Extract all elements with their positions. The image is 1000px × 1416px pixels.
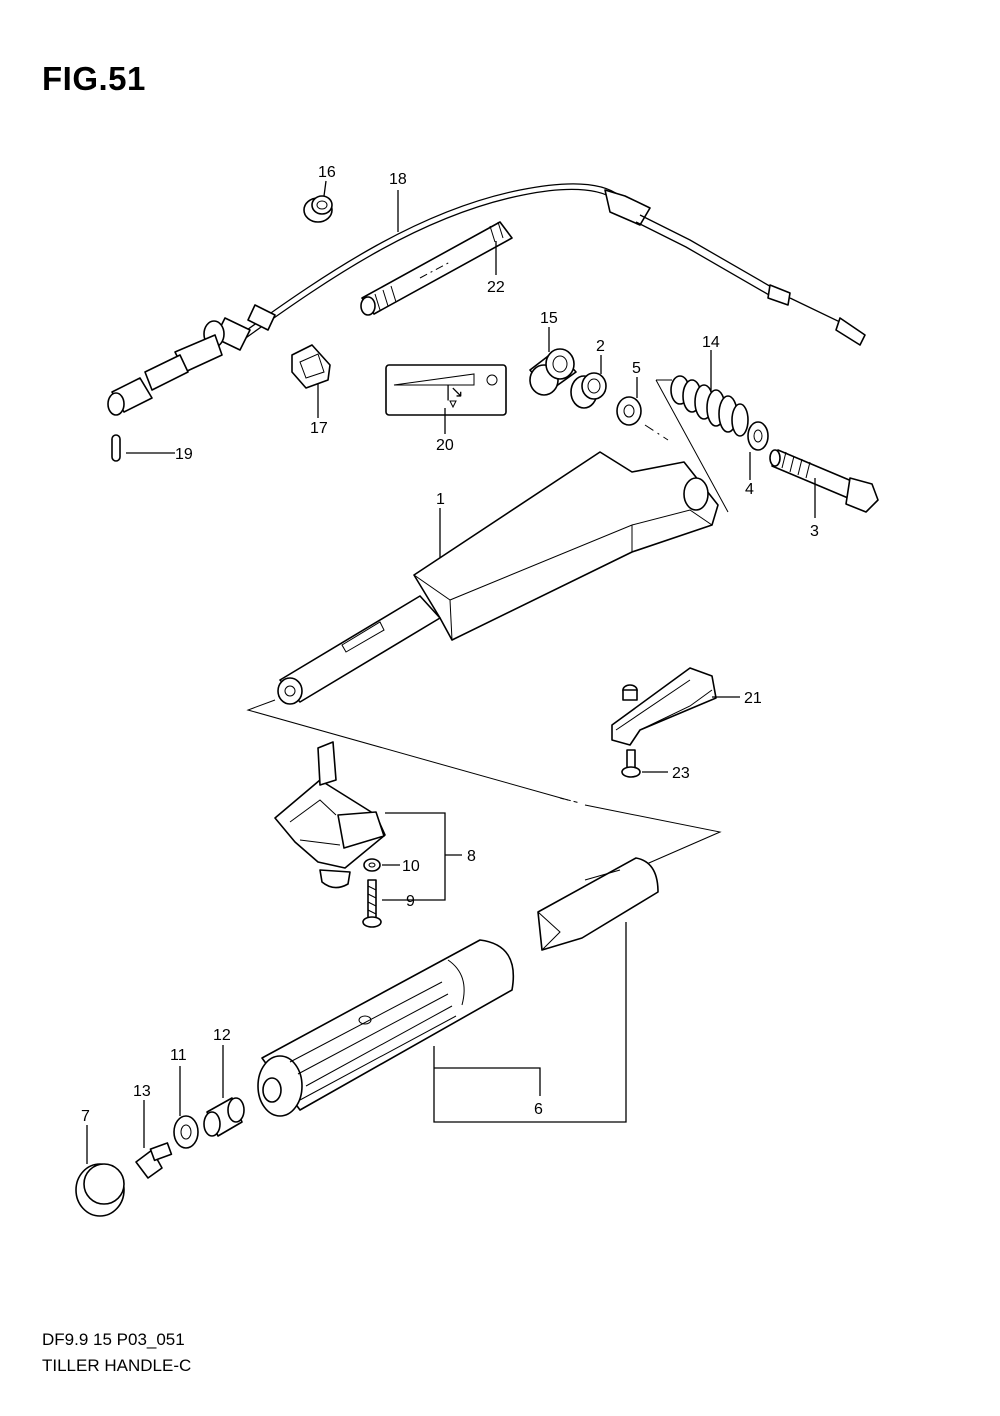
part-4-washer[interactable] [747,421,769,451]
part-2-bushing[interactable] [570,372,607,409]
callout-8: 8 [467,848,476,865]
section-name: TILLER HANDLE-C [42,1356,192,1375]
model-code: DF9.9 15 P03_051 [42,1330,185,1349]
callout-19: 19 [175,446,193,463]
part-9-screw[interactable] [362,879,382,928]
callout-13: 13 [133,1083,151,1100]
callout-labels: 16 18 22 15 2 14 5 17 20 19 4 1 3 21 23 … [81,164,819,1125]
part-22-shaft[interactable] [360,221,513,316]
part-7-cap[interactable] [75,1163,125,1217]
part-8-switch[interactable] [274,741,386,889]
part-21-bracket[interactable] [611,667,717,746]
callout-10: 10 [402,858,420,875]
part-20-label[interactable]: |↘ [385,364,507,416]
part-16-grommet[interactable] [303,195,333,223]
part-17-clip[interactable] [291,344,331,389]
part-23-screw[interactable] [621,749,641,778]
part-18-cable[interactable] [107,183,866,416]
callout-2: 2 [596,338,605,355]
callout-23: 23 [672,765,690,782]
part-6-grip-tip[interactable] [537,857,659,951]
callout-1: 1 [436,491,445,508]
callout-20: 20 [436,437,454,454]
part-10-washer[interactable] [363,858,381,872]
callout-18: 18 [389,171,407,188]
callout-22: 22 [487,279,505,296]
part-13-bolt[interactable] [135,1142,173,1179]
part-6-grip[interactable] [257,939,514,1117]
part-12-collar[interactable] [203,1097,245,1137]
part-14-spring[interactable] [670,375,749,437]
part-11-washer[interactable] [173,1115,199,1149]
part-5-washer[interactable] [616,396,642,426]
callout-16: 16 [318,164,336,181]
part-3-bolt[interactable] [769,449,879,513]
svg-text:|↘: |↘ [446,384,464,401]
callout-12: 12 [213,1027,231,1044]
callout-17: 17 [310,420,328,437]
callout-11: 11 [170,1047,187,1064]
part-1-tiller-handle[interactable] [277,451,719,705]
callout-3: 3 [810,523,819,540]
part-15-bushing[interactable] [529,348,577,396]
callout-21: 21 [744,690,762,707]
callout-7: 7 [81,1108,90,1125]
callout-4: 4 [745,481,754,498]
callout-5: 5 [632,360,641,377]
callout-9: 9 [406,893,415,910]
callout-14: 14 [702,334,720,351]
callout-6: 6 [534,1101,543,1118]
figure-title: FIG.51 [42,60,146,97]
callout-15: 15 [540,310,558,327]
part-19-pin[interactable] [111,434,121,462]
leader-lines [86,180,816,1164]
